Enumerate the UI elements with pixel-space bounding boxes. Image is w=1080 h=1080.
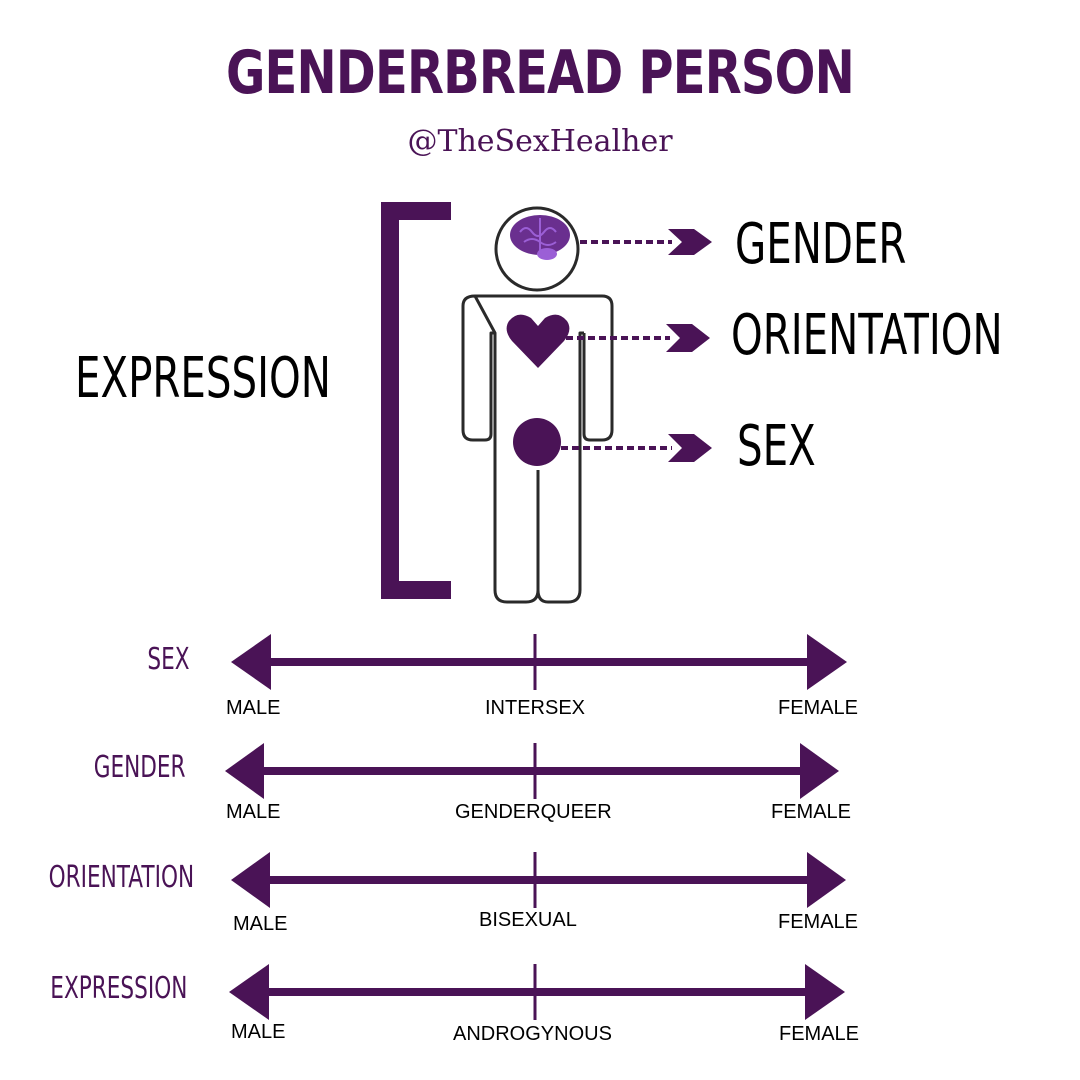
sex-circle-icon — [513, 418, 561, 466]
sex-label: SEX — [737, 414, 816, 479]
handle-subtitle: @TheSexHealher — [407, 124, 673, 159]
scale-middle-label: GENDERQUEER — [455, 801, 612, 823]
sex-scale-arrow — [231, 634, 847, 690]
scale-name-orientation: ORIENTATION — [48, 860, 194, 895]
scale-left-label: MALE — [226, 697, 281, 719]
scale-right-label: FEMALE — [779, 1023, 860, 1045]
expression-bracket — [381, 202, 451, 599]
sex-pointer-arrow — [561, 434, 712, 462]
page-title: GENDERBREAD PERSON — [225, 38, 855, 108]
body-outline — [461, 294, 614, 604]
heart-icon — [506, 314, 570, 368]
gender-scale-arrow — [225, 743, 839, 799]
brain-icon — [510, 215, 570, 260]
gender-label: GENDER — [735, 212, 907, 277]
scale-name-expression: EXPRESSION — [49, 971, 187, 1006]
scale-left-label: MALE — [233, 913, 288, 935]
scale-name-sex: SEX — [147, 642, 190, 677]
scale-middle-label: INTERSEX — [485, 697, 586, 719]
scale-name-gender: GENDER — [94, 750, 186, 785]
scale-right-label: FEMALE — [778, 697, 859, 719]
scale-right-label: FEMALE — [771, 801, 852, 823]
expression-label: EXPRESSION — [75, 346, 331, 411]
scale-middle-label: BISEXUAL — [479, 909, 577, 931]
scale-left-label: MALE — [231, 1021, 286, 1043]
orientation-pointer-arrow — [566, 324, 710, 352]
scale-middle-label: ANDROGYNOUS — [453, 1023, 612, 1045]
orientation-label: ORIENTATION — [731, 303, 1003, 368]
scale-left-label: MALE — [226, 801, 281, 823]
gender-pointer-arrow — [580, 229, 712, 255]
expression-scale-arrow — [229, 964, 845, 1020]
orientation-scale-arrow — [231, 852, 846, 908]
scale-right-label: FEMALE — [778, 911, 859, 933]
